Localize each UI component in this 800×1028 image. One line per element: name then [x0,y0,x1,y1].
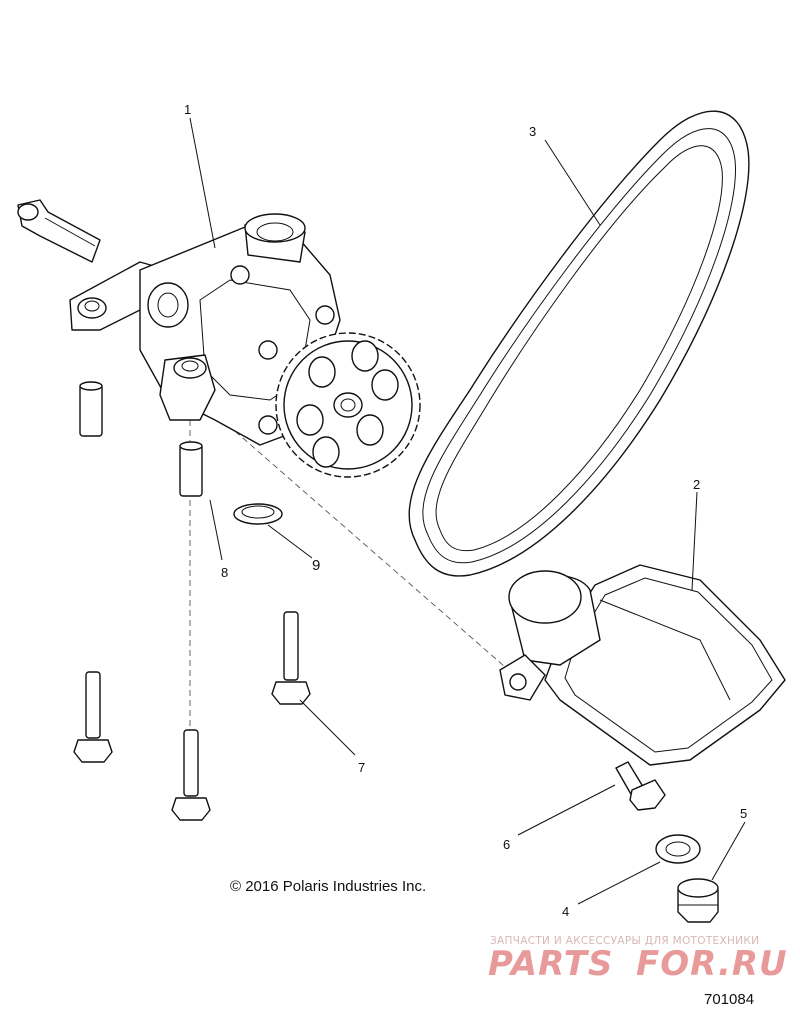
strainer-bolt [615,761,666,811]
bolt-left [73,671,113,763]
callout-2: 2 [693,477,700,492]
sealing-washer [655,834,701,864]
bolt-middle [271,611,311,705]
watermark-tagline: ЗАПЧАСТИ И АКСЕССУАРЫ ДЛЯ МОТОТЕХНИКИ [490,935,759,947]
bolt-bottom [171,729,211,821]
callout-8: 8 [221,565,228,580]
copyright-notice: © 2016 Polaris Industries Inc. [230,878,426,895]
o-ring [233,503,283,525]
sprocket [275,332,421,478]
oil-pickup-strainer [499,564,786,766]
dowel-pin-upper [79,381,103,437]
callout-5: 5 [740,806,747,821]
figure-number: 701084 [704,991,754,1008]
leader-lines [189,117,746,905]
callout-1: 1 [184,102,191,117]
drain-plug [677,878,719,923]
dowel-pin-lower [179,441,203,497]
watermark-brand-left: PARTS [488,944,613,984]
callout-3: 3 [529,124,536,139]
callout-7: 7 [358,760,365,775]
watermark: ЗАПЧАСТИ И АКСЕССУАРЫ ДЛЯ МОТОТЕХНИКИ PA… [488,935,788,984]
callout-9: 9 [312,557,320,574]
callout-4: 4 [562,904,569,919]
watermark-brand-right: FOR.RU [636,944,788,984]
callout-6: 6 [503,837,510,852]
drive-chain [408,110,750,577]
